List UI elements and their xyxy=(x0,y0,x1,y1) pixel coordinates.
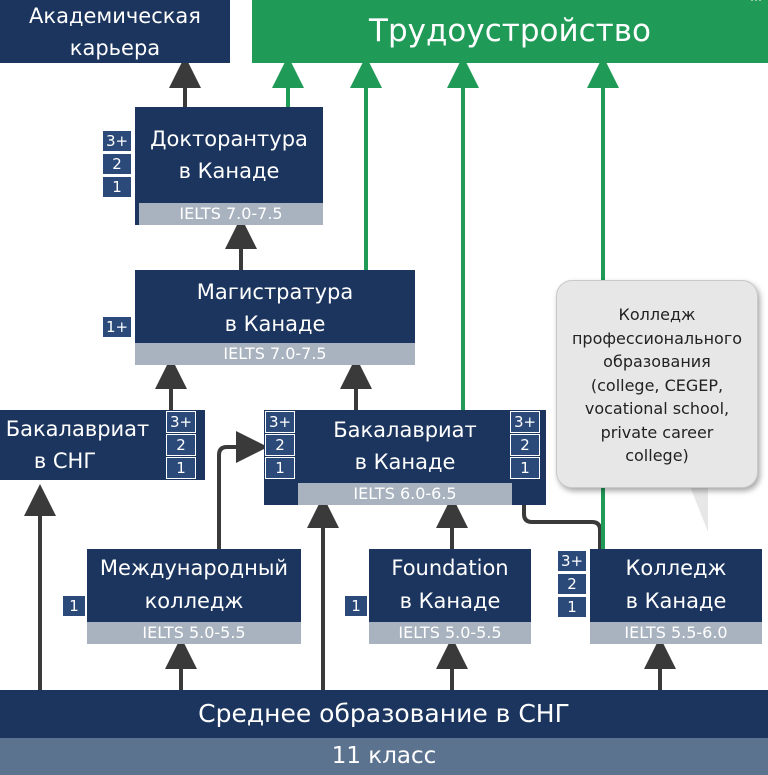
intl-college-ielts: IELTS 5.0-5.5 xyxy=(87,622,301,644)
secondary-education-label: Среднее образование в СНГ xyxy=(198,699,570,728)
college-canada-ielts: IELTS 5.5-6.0 xyxy=(590,622,762,644)
arrow-college-canada-to-bachelor-canada xyxy=(508,472,602,549)
bachelor-canada-left-year-3plus: 3+ xyxy=(265,411,295,433)
intl-college-line2: колледж xyxy=(144,589,244,613)
masters-canada-box: Магистратура в Канаде IELTS 7.0-7.5 xyxy=(135,270,415,365)
college-canada-box: Колледж в Канаде IELTS 5.5-6.0 xyxy=(590,549,762,644)
bachelor-canada-right-year-1: 1 xyxy=(510,457,540,479)
doctorate-line1: Докторантура xyxy=(150,127,308,151)
college-canada-year-3plus: 3+ xyxy=(557,550,587,572)
arrow-intl-college-to-bachelor-canada xyxy=(217,431,268,549)
bachelor-canada-ielts: IELTS 6.0-6.5 xyxy=(298,483,512,505)
bachelor-canada-line1: Бакалавриат xyxy=(333,418,477,442)
foundation-box: Foundation в Канаде IELTS 5.0-5.5 xyxy=(369,549,531,644)
intl-college-box: Международный колледж IELTS 5.0-5.5 xyxy=(87,549,301,644)
academic-career-box: Академическая карьера xyxy=(0,0,230,63)
bachelor-canada-box: Бакалавриат в Канаде IELTS 6.0-6.5 xyxy=(264,410,546,505)
masters-year-1plus: 1+ xyxy=(102,316,132,338)
intl-college-year-1: 1 xyxy=(62,595,86,617)
foundation-line2: в Канаде xyxy=(399,589,501,613)
bachelor-cis-year-2: 2 xyxy=(166,434,196,456)
bachelor-cis-line2: в СНГ xyxy=(33,449,97,473)
masters-line2: в Канаде xyxy=(224,312,326,336)
doctorate-ielts: IELTS 7.0-7.5 xyxy=(139,203,323,225)
secondary-education-bar: Среднее образование в СНГ xyxy=(0,690,768,738)
employment-box: Трудоустройство … xyxy=(252,0,768,63)
foundation-ielts: IELTS 5.0-5.5 xyxy=(369,622,531,644)
college-canada-year-1: 1 xyxy=(557,596,587,618)
college-canada-line1: Колледж xyxy=(625,556,727,580)
college-canada-line2: в Канаде xyxy=(625,589,727,613)
grade-label: 11 класс xyxy=(331,743,437,769)
foundation-year-1: 1 xyxy=(344,595,368,617)
masters-ielts: IELTS 7.0-7.5 xyxy=(135,343,415,365)
doctorate-year-2: 2 xyxy=(102,153,132,175)
callout-line: Колледж xyxy=(618,305,696,324)
doctorate-line2: в Канаде xyxy=(178,159,280,183)
bachelor-canada-right-year-2: 2 xyxy=(510,434,540,456)
callout-line: (college, CEGEP, xyxy=(590,375,724,395)
masters-line1: Магистратура xyxy=(196,280,354,304)
employment-trim-text: … xyxy=(750,0,762,4)
bachelor-cis-year-3plus: 3+ xyxy=(166,411,196,433)
bachelor-canada-right-year-3plus: 3+ xyxy=(510,411,540,433)
bachelor-cis-line1: Бакалавриат xyxy=(5,417,150,441)
bachelor-canada-left-year-2: 2 xyxy=(265,434,295,456)
callout-line: vocational school, xyxy=(584,399,730,418)
doctorate-canada-box: Докторантура в Канаде IELTS 7.0-7.5 xyxy=(135,107,323,225)
callout-line: профессионального xyxy=(571,328,743,348)
callout-line: образования xyxy=(603,352,711,371)
bachelor-canada-line2: в Канаде xyxy=(354,450,456,474)
callout-line: college) xyxy=(625,446,689,465)
bachelor-canada-left-year-1: 1 xyxy=(265,457,295,479)
college-canada-year-2: 2 xyxy=(557,573,587,595)
callout-line: private career xyxy=(600,422,714,442)
academic-career-line2: карьера xyxy=(69,36,161,60)
employment-label: Трудоустройство xyxy=(369,13,651,49)
callout-vocational-college: Колледж профессионального образования (c… xyxy=(556,280,758,488)
doctorate-year-1: 1 xyxy=(102,176,132,198)
callout-tail xyxy=(690,486,708,532)
academic-career-line1: Академическая xyxy=(29,4,201,28)
grade-bar: 11 класс xyxy=(0,738,768,775)
bachelor-cis-year-1: 1 xyxy=(166,457,196,479)
intl-college-line1: Международный xyxy=(99,556,289,580)
foundation-line1: Foundation xyxy=(391,556,509,580)
doctorate-year-3plus: 3+ xyxy=(102,130,132,152)
